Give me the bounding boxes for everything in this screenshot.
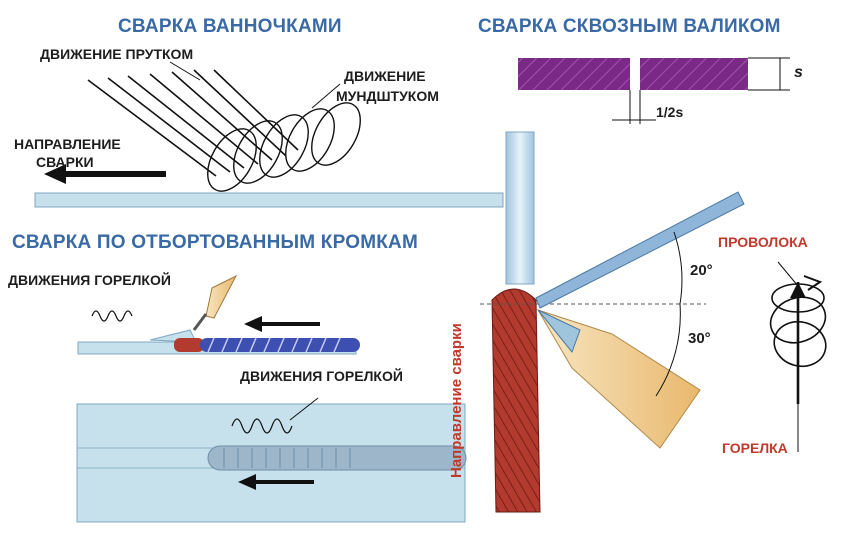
torch-nozzle xyxy=(536,309,701,449)
flanged-welding-figure xyxy=(76,274,467,523)
label-torch: ГОРЕЛКА xyxy=(722,440,788,456)
torch-motion-small xyxy=(91,310,133,322)
vertical-plate xyxy=(505,131,535,285)
label-nozzle-motion-2: МУНДШТУКОМ xyxy=(336,88,439,104)
left-plate xyxy=(518,58,630,90)
base-plate xyxy=(34,192,504,208)
label-torch-moves-1: ДВИЖЕНИЯ ГОРЕЛКОЙ xyxy=(8,272,171,288)
label-nozzle-motion-1: ДВИЖЕНИЕ xyxy=(344,68,426,84)
rod-lines xyxy=(87,69,299,177)
label-weld-direction-vertical: Направление сварки xyxy=(448,323,465,478)
lower-bead xyxy=(207,445,467,471)
torch-motion-wave xyxy=(231,418,293,434)
nozzle-spiral xyxy=(207,102,361,192)
title-pool-welding: СВАРКА ВАННОЧКАМИ xyxy=(118,16,342,37)
label-angle-30: 30° xyxy=(688,330,711,347)
through-welding-figure xyxy=(480,57,827,513)
weld-seam xyxy=(491,288,541,513)
pool-welding-figure xyxy=(34,61,504,208)
weld-direction-arrow xyxy=(44,164,166,184)
label-thickness: s xyxy=(794,64,803,81)
title-through-welding: СВАРКА СКВОЗНЫМ ВАЛИКОМ xyxy=(478,16,781,37)
weld-bead xyxy=(174,337,360,353)
label-weld-direction-1: НАПРАВЛЕНИЕ xyxy=(14,136,121,152)
label-torch-moves-2: ДВИЖЕНИЯ ГОРЕЛКОЙ xyxy=(240,368,403,384)
right-plate xyxy=(640,58,748,90)
title-flanged-welding: СВАРКА ПО ОТБОРТОВАННЫМ КРОМКАМ xyxy=(12,232,418,253)
label-half-gap: 1/2s xyxy=(656,104,684,120)
filler-wire xyxy=(535,191,745,309)
label-wire: ПРОВОЛОКА xyxy=(718,234,808,250)
wire-torch-motion xyxy=(769,261,827,452)
label-rod-motion: ДВИЖЕНИЕ ПРУТКОМ xyxy=(40,46,194,62)
label-angle-20: 20° xyxy=(690,262,713,279)
label-weld-direction-2: СВАРКИ xyxy=(36,154,94,170)
